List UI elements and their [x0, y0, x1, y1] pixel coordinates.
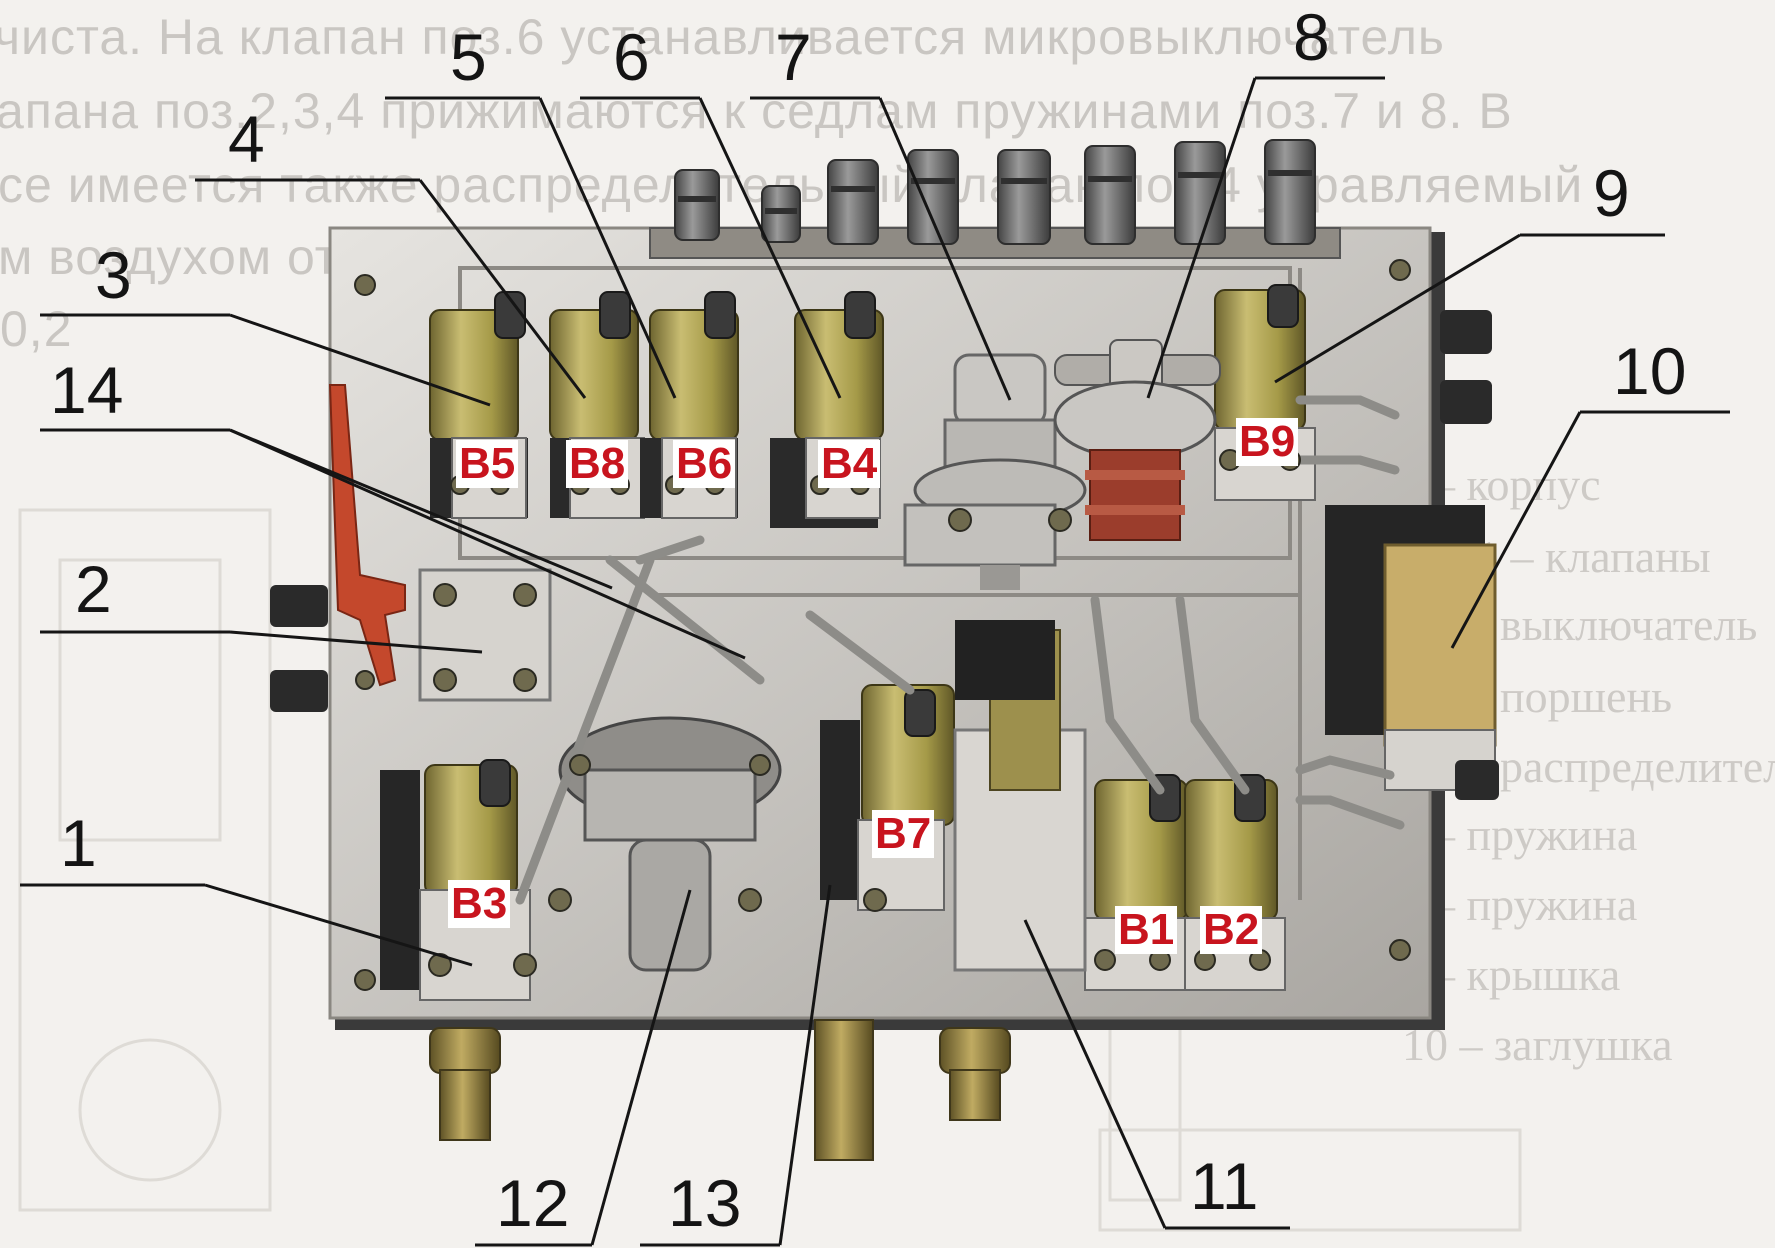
- callout-7-leader: [750, 96, 1012, 401]
- legend-fragment: 10 – заглушка: [1402, 1019, 1673, 1070]
- callout-4: 4: [228, 102, 265, 176]
- callout-3-leader: [40, 313, 491, 407]
- tubing: [515, 395, 1405, 905]
- callout-8-leader: [1146, 76, 1385, 399]
- bolts: [354, 259, 1411, 991]
- callout-6-leader: [580, 96, 842, 399]
- callout-1: 1: [60, 806, 97, 880]
- top-fittings-row: [649, 139, 1341, 259]
- callout-10-leader: [1450, 410, 1730, 649]
- legend-fragment: поршень: [1500, 671, 1673, 722]
- callout-11: 11: [1190, 1149, 1259, 1223]
- valve-label-b1: B1: [1115, 906, 1178, 954]
- callout-9-leader: [1274, 233, 1665, 384]
- legend-fragment: – крышка: [1432, 949, 1621, 1000]
- callout-1-leader: [20, 883, 473, 967]
- callout-2-leader: [40, 630, 483, 654]
- callout-14: 14: [50, 353, 124, 427]
- valve-label-b9: B9: [1236, 418, 1299, 466]
- callout-12-leader: [475, 889, 692, 1247]
- callout-10: 10: [1613, 334, 1687, 408]
- callout-13: 13: [668, 1166, 742, 1240]
- callout-14-leader: [40, 428, 746, 660]
- leader-lines: [20, 76, 1730, 1247]
- legend-fragment: распределитель: [1500, 741, 1775, 792]
- callout-11-leader: [1023, 919, 1290, 1230]
- valve-label-b4: B4: [818, 440, 881, 488]
- legend-fragment: выключатель: [1500, 599, 1758, 650]
- pressure-switch-7: [903, 353, 1087, 590]
- valve-label-b2: B2: [1200, 906, 1263, 954]
- legend-fragment: – пружина: [1432, 879, 1638, 930]
- valve-label-b8: B8: [566, 440, 629, 488]
- callout-5-leader: [385, 96, 677, 399]
- block-11: [953, 620, 1087, 972]
- legend-fragment: – корпус: [1432, 459, 1601, 510]
- callout-8: 8: [1293, 0, 1330, 74]
- valve-assembly-8: [1053, 339, 1221, 541]
- background-text-line: 0,2: [0, 301, 73, 357]
- callout-7: 7: [775, 20, 812, 94]
- callout-6: 6: [613, 20, 650, 94]
- callout-5: 5: [450, 20, 487, 94]
- callout-9: 9: [1593, 156, 1630, 230]
- regulator-12: [558, 716, 782, 972]
- callout-13-leader: [640, 884, 832, 1247]
- background-text-line: апана поз.2,3,4 прижимаются к седлам пру…: [0, 83, 1513, 139]
- legend-fragment: – пружина: [1432, 809, 1638, 860]
- callout-2: 2: [75, 552, 112, 626]
- callout-4-leader: [195, 178, 587, 399]
- bottom-pipes: [429, 1019, 1011, 1161]
- valve-label-b3: B3: [448, 880, 511, 928]
- plug-10: [1325, 310, 1499, 800]
- valve-label-b7: B7: [872, 810, 935, 858]
- background-text-line: чиста. На клапан поз.6 устанавливается м…: [0, 9, 1445, 65]
- valve-label-b6: B6: [673, 440, 736, 488]
- valve-label-b5: B5: [456, 440, 519, 488]
- callout-12: 12: [496, 1166, 570, 1240]
- callout-3: 3: [95, 238, 132, 312]
- legend-fragment: 1 – клапаны: [1476, 531, 1711, 582]
